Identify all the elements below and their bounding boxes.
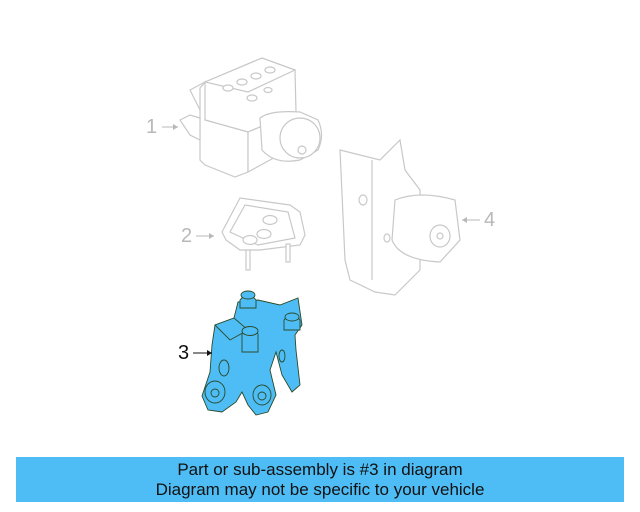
banner-line-disclaimer: Diagram may not be specific to your vehi… [155, 480, 485, 499]
callout-label-2: 2 [181, 225, 193, 247]
callout-label-4: 4 [484, 209, 496, 231]
callout-arrows [162, 124, 480, 356]
part-2-mounting-plate[interactable] [221, 197, 306, 271]
part-3-abs-bracket[interactable] [201, 290, 303, 416]
part-4-bracket-module[interactable] [339, 138, 461, 296]
part-1-abs-modulator[interactable] [179, 57, 323, 178]
parts-diagram [162, 57, 480, 416]
banner-line-part-number: Part or sub-assembly is #3 in diagram [177, 460, 463, 479]
info-banner: Part or sub-assembly is #3 in diagram Di… [16, 457, 624, 502]
callout-label-3: 3 [178, 342, 190, 364]
callout-label-1: 1 [146, 116, 158, 138]
